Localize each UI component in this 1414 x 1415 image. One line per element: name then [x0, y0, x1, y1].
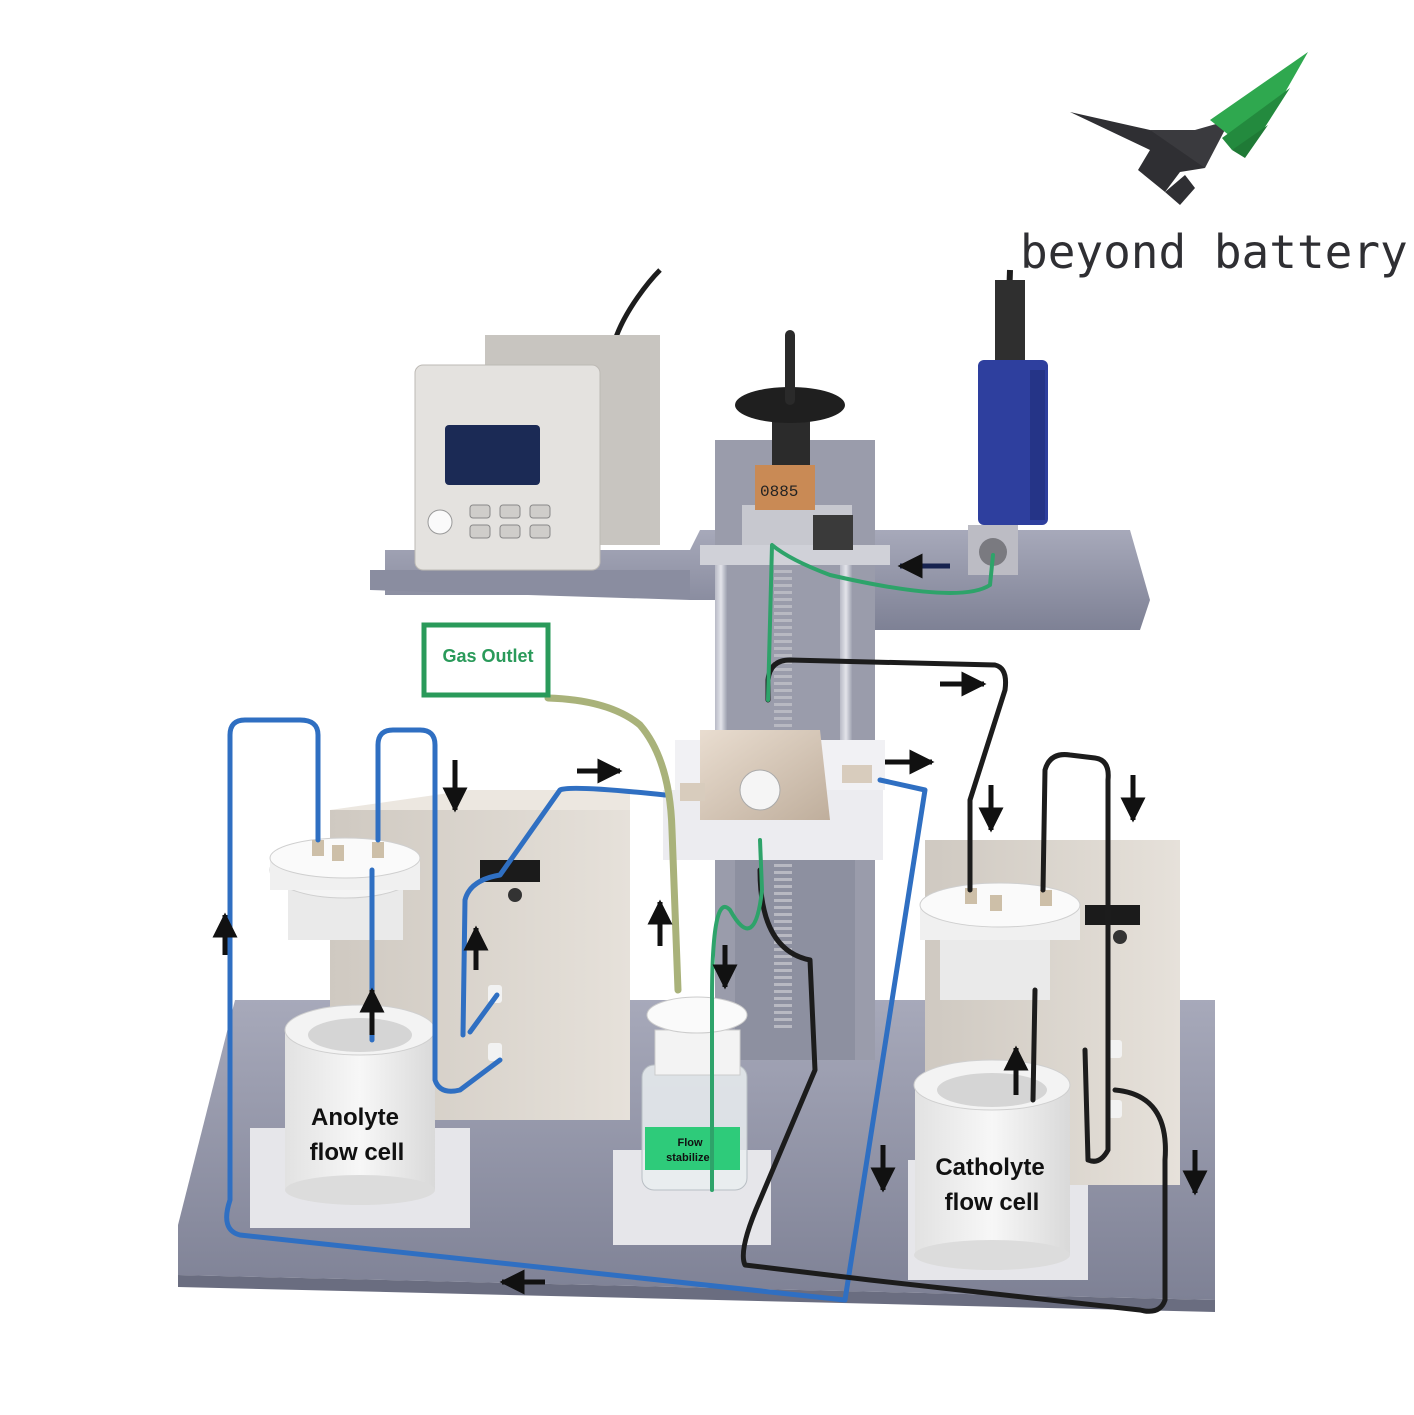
flow-stabilizer-band [645, 1127, 740, 1170]
eagle-logo-icon [1070, 52, 1308, 205]
gas-tubing [544, 543, 995, 1192]
flow-arrows [212, 553, 1208, 1295]
anolyte-label-line2: flow cell [310, 1139, 405, 1166]
counter-housing [755, 465, 815, 510]
gas-outlet-label: Gas Outlet [442, 646, 533, 666]
gas-to-stabilizer-tube [710, 838, 764, 1002]
catholyte-flow-cell: Catholyte flow cell [913, 1059, 1071, 1270]
gas-outlet-callout: Gas Outlet [421, 622, 551, 698]
catholyte-label-line1: Catholyte [935, 1154, 1044, 1181]
catholyte-pump-display [1085, 905, 1140, 925]
catholyte-dip-tube [1030, 987, 1038, 1103]
press-column: 0885 [700, 330, 890, 1060]
clean-key[interactable] [529, 504, 551, 519]
brand-name: beyond battery [1020, 225, 1408, 279]
handwheel-handle[interactable] [785, 330, 795, 405]
controller-cable [612, 268, 662, 341]
anolyte-tubing [224, 717, 928, 1303]
electrolyzer-block [663, 730, 885, 860]
catholyte-loop-tube [1040, 752, 1111, 1164]
catholyte-pump-button[interactable] [1113, 930, 1127, 944]
counter-reading: 0885 [760, 483, 798, 501]
flow-stabilizer-label-line2: stabilizer [666, 1152, 714, 1164]
gas-outlet-tube [544, 694, 682, 994]
catholyte-return-tube [740, 867, 1168, 1314]
gas-inlet-tube [766, 543, 995, 702]
temperature-controller [414, 268, 662, 571]
auto-key[interactable] [469, 504, 491, 519]
anolyte-to-block-tube [460, 785, 668, 1038]
brand-logo: beyond battery [1020, 52, 1408, 279]
anolyte-pump-button[interactable] [508, 888, 522, 902]
flow-stabilizer-label-line1: Flow [677, 1137, 702, 1149]
controller-display [445, 425, 540, 485]
anolyte-feed-tube [375, 727, 503, 1094]
right-key[interactable] [499, 524, 521, 539]
controller-keypad [469, 504, 551, 539]
anolyte-return-tube [224, 717, 928, 1303]
controller-knob[interactable] [427, 509, 453, 535]
catholyte-cell-lid [919, 882, 1081, 1000]
mass-flow-controller [968, 269, 1048, 575]
anolyte-pump-link [467, 992, 500, 1035]
anolyte-flow-cell: Anolyte flow cell [284, 1004, 436, 1205]
flow-stabilizer-bottle: Flow stabilizer [641, 996, 748, 1191]
left-key[interactable] [469, 524, 491, 539]
anolyte-cell-lid [269, 837, 421, 940]
off-key[interactable] [499, 504, 521, 519]
catholyte-label-line2: flow cell [945, 1189, 1040, 1216]
anolyte-label-line1: Anolyte [311, 1104, 399, 1131]
ini-key[interactable] [529, 524, 551, 539]
